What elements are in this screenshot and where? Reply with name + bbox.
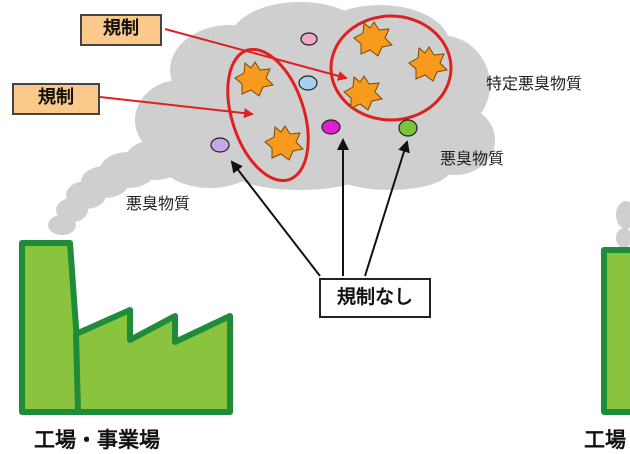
star-marker [343, 75, 384, 111]
odor-dot [300, 32, 318, 46]
odor-label-right: 悪臭物質 [440, 149, 505, 168]
regulation-arrow-left [99, 96, 254, 119]
factory-left [19, 240, 233, 415]
odor-dot [321, 119, 341, 135]
specific-odor-label: 特定悪臭物質 [486, 74, 583, 93]
factory-label-left: 工場・事業場 [34, 428, 160, 452]
odor-dots [210, 32, 418, 153]
odor-label-left: 悪臭物質 [126, 194, 191, 213]
no-regulation-arrow-left [230, 160, 321, 277]
factory-building [73, 307, 233, 415]
factory-building [19, 240, 85, 415]
no-regulation-label: 規制なし [319, 278, 431, 318]
star-marker [234, 61, 275, 97]
factory-right-partial [601, 247, 630, 415]
odor-dot [210, 137, 230, 153]
right-smoke [616, 201, 630, 248]
specific-odor-stars [234, 21, 449, 161]
regulated-group-right-ellipse [329, 14, 453, 122]
star-marker [408, 46, 449, 82]
factory-label-right: 工場 [584, 428, 626, 452]
regulation-label-top: 規制 [80, 14, 162, 46]
regulation-label-left: 規制 [12, 83, 100, 115]
odor-dot [298, 75, 318, 91]
regulation-arrow-top [164, 28, 348, 81]
star-marker [353, 21, 394, 57]
no-regulation-arrow-right [364, 140, 410, 277]
star-marker [264, 125, 305, 161]
factory-building [601, 247, 630, 415]
odor-dot [398, 119, 418, 137]
